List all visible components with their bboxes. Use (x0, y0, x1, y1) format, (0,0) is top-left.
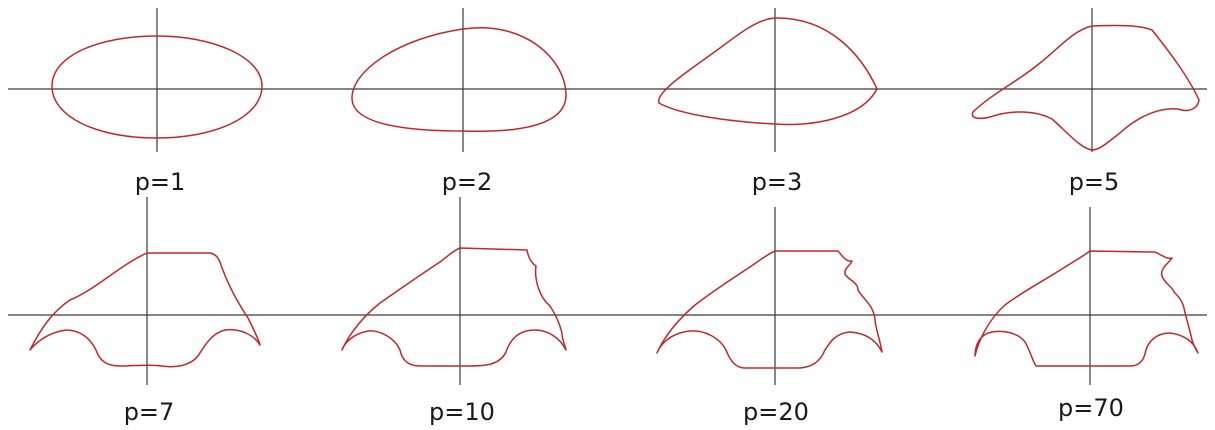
panel-5-curve (29, 252, 261, 368)
panel-4-label: p=5 (1069, 168, 1120, 196)
panel-3-label: p=3 (752, 168, 803, 196)
panel-5-label: p=7 (124, 398, 175, 426)
panel-1-curve (51, 35, 263, 139)
panel-3-curve (658, 17, 878, 126)
panel-6-curve (341, 247, 567, 367)
panel-6-label: p=10 (429, 398, 495, 426)
panel-8-label: p=70 (1058, 394, 1124, 422)
panel-2-curve (351, 27, 567, 133)
panel-7-label: p=20 (743, 398, 809, 426)
panel-1-label: p=1 (135, 168, 186, 196)
panel-7-curve (656, 250, 883, 369)
panel-4-curve (971, 24, 1200, 151)
panel-8-curve (974, 250, 1199, 367)
panel-2-label: p=2 (442, 168, 493, 196)
